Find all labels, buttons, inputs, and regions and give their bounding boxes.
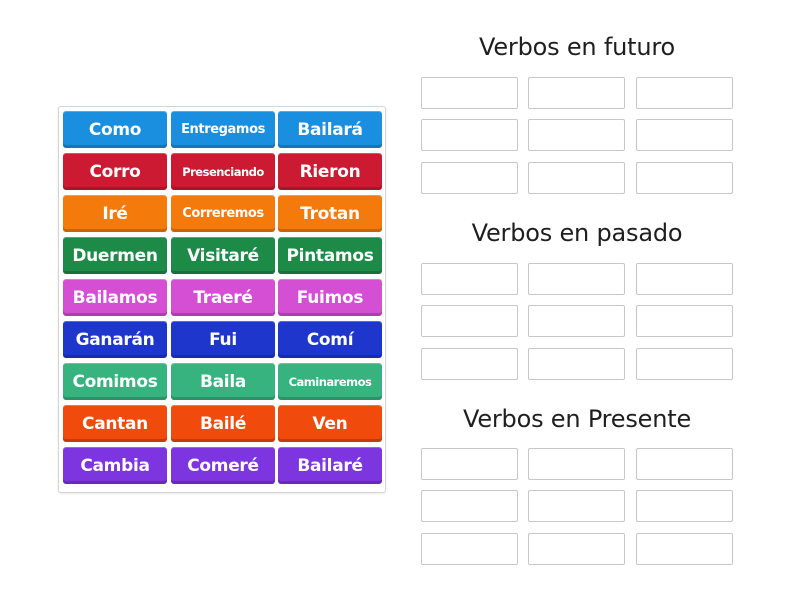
word-tile[interactable]: Visitaré: [171, 237, 275, 274]
word-tile[interactable]: Bailará: [278, 111, 382, 148]
drop-slot[interactable]: [636, 305, 733, 337]
drop-slot[interactable]: [421, 490, 518, 522]
word-tile[interactable]: Comí: [278, 321, 382, 358]
drop-slot[interactable]: [421, 533, 518, 565]
drop-slot[interactable]: [636, 263, 733, 295]
word-tile[interactable]: Duermen: [63, 237, 167, 274]
drop-slot[interactable]: [636, 77, 733, 109]
drop-slot[interactable]: [528, 119, 625, 151]
drop-slot[interactable]: [528, 305, 625, 337]
drop-slot[interactable]: [528, 77, 625, 109]
drop-slot[interactable]: [421, 263, 518, 295]
word-tile[interactable]: Ven: [278, 405, 382, 442]
word-tile[interactable]: Ganarán: [63, 321, 167, 358]
word-tile[interactable]: Como: [63, 111, 167, 148]
word-tile[interactable]: Presenciando: [171, 153, 275, 190]
word-tile[interactable]: Iré: [63, 195, 167, 232]
drop-slot[interactable]: [421, 162, 518, 194]
drop-slot[interactable]: [636, 119, 733, 151]
word-tile[interactable]: Bailaré: [278, 447, 382, 484]
drop-slot[interactable]: [636, 162, 733, 194]
word-tile[interactable]: Correremos: [171, 195, 275, 232]
word-tile[interactable]: Cantan: [63, 405, 167, 442]
drop-slot[interactable]: [636, 448, 733, 480]
drop-slot[interactable]: [636, 348, 733, 380]
group-title-pasado: Verbos en pasado: [471, 219, 683, 247]
group-title-presente: Verbos en Presente: [462, 405, 692, 433]
drop-slot[interactable]: [421, 348, 518, 380]
word-tile[interactable]: Comeré: [171, 447, 275, 484]
word-tile[interactable]: Caminaremos: [278, 363, 382, 400]
drop-slot[interactable]: [528, 448, 625, 480]
word-tile[interactable]: Cambia: [63, 447, 167, 484]
word-tile[interactable]: Traeré: [171, 279, 275, 316]
drop-slot[interactable]: [528, 348, 625, 380]
word-tile[interactable]: Fuimos: [278, 279, 382, 316]
drop-slot[interactable]: [421, 77, 518, 109]
drop-slot[interactable]: [528, 162, 625, 194]
word-tile[interactable]: Bailamos: [63, 279, 167, 316]
drop-slot[interactable]: [636, 533, 733, 565]
word-tile[interactable]: Bailé: [171, 405, 275, 442]
word-tile[interactable]: Rieron: [278, 153, 382, 190]
word-tile[interactable]: Fui: [171, 321, 275, 358]
drop-slot[interactable]: [636, 490, 733, 522]
word-tile[interactable]: Baila: [171, 363, 275, 400]
group-title-futuro: Verbos en futuro: [479, 33, 675, 61]
drop-slot[interactable]: [528, 533, 625, 565]
word-tile[interactable]: Corro: [63, 153, 167, 190]
word-tile[interactable]: Trotan: [278, 195, 382, 232]
word-tile[interactable]: Comimos: [63, 363, 167, 400]
word-tile-bank: Como Entregamos Bailará Corro Presencian…: [58, 106, 386, 493]
drop-slot[interactable]: [528, 263, 625, 295]
drop-slot[interactable]: [421, 305, 518, 337]
drop-slot[interactable]: [421, 448, 518, 480]
word-tile[interactable]: Entregamos: [171, 111, 275, 148]
drop-slot[interactable]: [421, 119, 518, 151]
drop-slot[interactable]: [528, 490, 625, 522]
word-tile[interactable]: Pintamos: [278, 237, 382, 274]
